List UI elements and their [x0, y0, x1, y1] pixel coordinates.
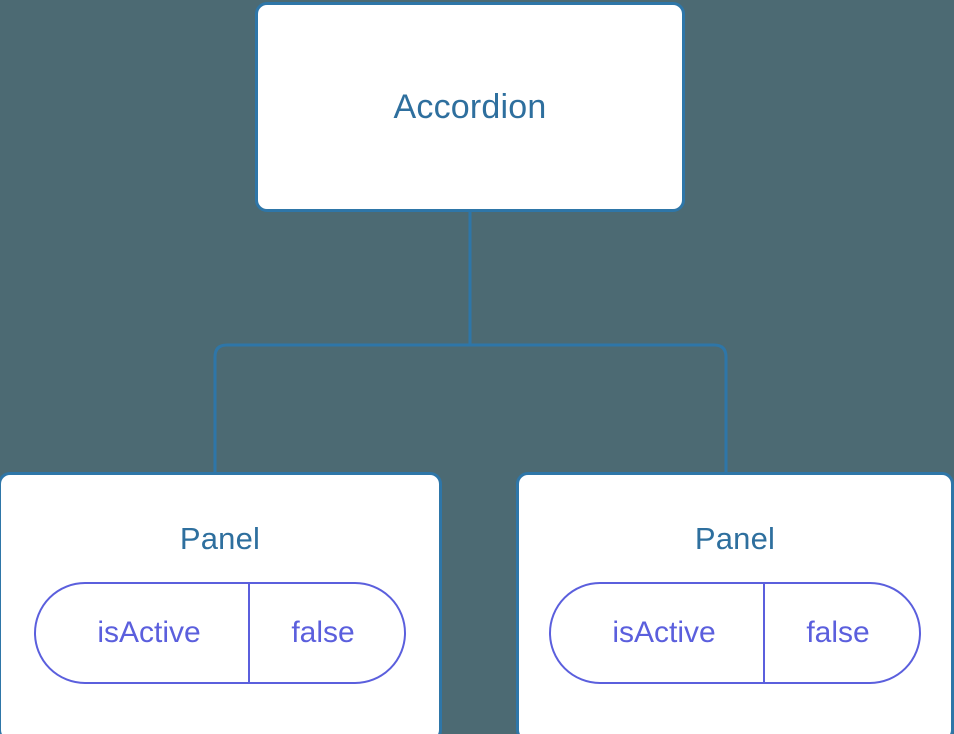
prop-key: isActive [36, 584, 250, 682]
prop-pill-isactive[interactable]: isActive false [549, 582, 921, 684]
node-panel[interactable]: Panel isActive false [516, 472, 954, 734]
node-title: Accordion [393, 88, 547, 126]
node-panel[interactable]: Panel isActive false [0, 472, 442, 734]
node-title: Panel [179, 521, 261, 556]
prop-pill-isactive[interactable]: isActive false [34, 582, 406, 684]
prop-key: isActive [551, 584, 765, 682]
node-accordion[interactable]: Accordion [255, 2, 685, 212]
connector-branch-left [213, 343, 470, 474]
prop-value: false [291, 616, 355, 649]
node-title: Panel [694, 521, 776, 556]
prop-value: false [806, 616, 870, 649]
connector-branch-right [470, 343, 728, 474]
